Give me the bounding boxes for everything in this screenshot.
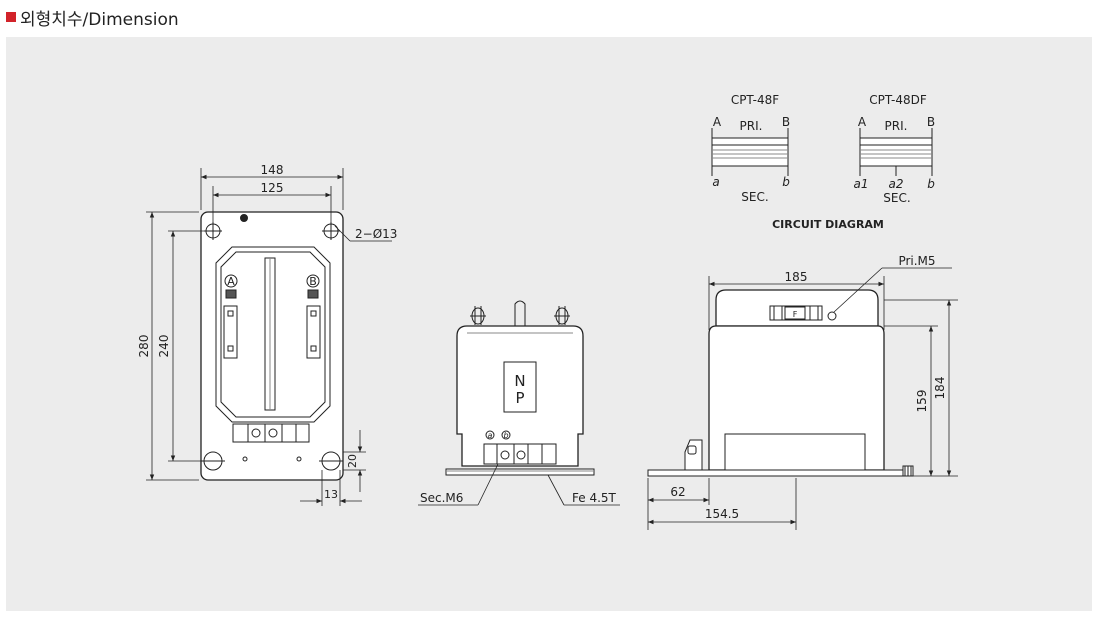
- dim-height-159: 159: [915, 390, 929, 413]
- sec-callout: Sec.M6: [420, 491, 463, 505]
- dim-width-holes: 125: [261, 181, 284, 195]
- circuit-right-b: b: [927, 177, 935, 191]
- section-marker: [6, 12, 16, 22]
- circuit-right-a1: a1: [854, 177, 869, 191]
- dim-154-5: 154.5: [705, 507, 739, 521]
- circuit-caption: CIRCUIT DIAGRAM: [772, 218, 884, 231]
- dim-width-outer: 148: [261, 163, 284, 177]
- section-header: 외형치수/Dimension: [6, 4, 179, 30]
- circuit-left-pri: PRI.: [740, 119, 763, 133]
- circuit-right-pri: PRI.: [885, 119, 908, 133]
- circuit-right-a2: a2: [889, 177, 904, 191]
- dim-end-width: 185: [785, 270, 808, 284]
- drawing-panel: [6, 37, 1092, 611]
- circuit-left-B: B: [782, 115, 790, 129]
- terminal-A-label: A: [227, 275, 235, 288]
- np-label-N: N: [514, 372, 525, 390]
- dim-slot-height: 20: [346, 454, 359, 468]
- dim-62: 62: [670, 485, 685, 499]
- circuit-right-B: B: [927, 115, 935, 129]
- terminal-F-label: F: [793, 310, 798, 319]
- hole-callout: 2−Ø13: [355, 227, 397, 241]
- front-view: [146, 168, 392, 506]
- circuit-right-A: A: [858, 115, 867, 129]
- side-terminal-b: b: [503, 431, 508, 440]
- circuit-left-b: b: [782, 175, 790, 189]
- terminal-B-label: B: [309, 275, 317, 288]
- dim-height-outer: 280: [137, 335, 151, 358]
- np-label-P: P: [515, 389, 524, 407]
- dim-height-184: 184: [933, 377, 947, 400]
- dim-height-holes: 240: [157, 335, 171, 358]
- circuit-model-left: CPT-48F: [731, 93, 779, 107]
- side-terminal-a: a: [488, 431, 493, 440]
- circuit-model-right: CPT-48DF: [869, 93, 927, 107]
- fe-callout: Fe 4.5T: [572, 491, 617, 505]
- side-view: [418, 300, 620, 506]
- circuit-left-A: A: [713, 115, 722, 129]
- circuit-left-a: a: [712, 175, 719, 189]
- end-view: [647, 267, 958, 530]
- circuit-left-sec: SEC.: [741, 190, 768, 204]
- pri-callout: Pri.M5: [898, 254, 935, 268]
- dim-slot-width: 13: [324, 488, 338, 501]
- circuit-right-sec: SEC.: [883, 191, 910, 205]
- section-title: 외형치수/Dimension: [20, 9, 179, 30]
- circuit-diagram: [711, 128, 933, 176]
